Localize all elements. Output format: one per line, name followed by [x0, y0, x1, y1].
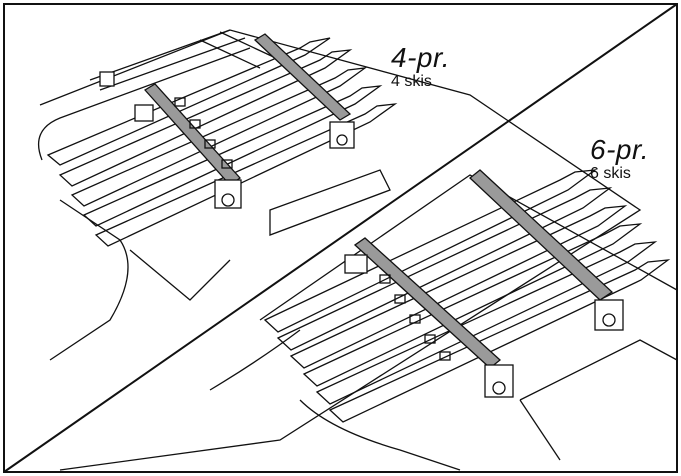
roof-outline [39, 29, 642, 471]
panel-divider [3, 3, 678, 473]
frame-border [3, 3, 678, 473]
roof-rack-6-pair [209, 169, 678, 471]
panel-label-4pr: 4-pr. 4 skis [391, 44, 450, 90]
panel-label-6pr: 6-pr. 6 skis [590, 136, 649, 182]
label-4pr-subtitle: 4 skis [391, 73, 432, 90]
roof-rack-4-pair [37, 29, 642, 471]
skis-6 [263, 169, 671, 423]
roof-outline-lower [259, 174, 678, 321]
skis-4 [46, 37, 398, 247]
label-6pr-subtitle: 6 skis [590, 165, 631, 182]
label-4pr-title: 4-pr. [391, 42, 451, 73]
label-6pr-title: 6-pr. [590, 134, 650, 165]
